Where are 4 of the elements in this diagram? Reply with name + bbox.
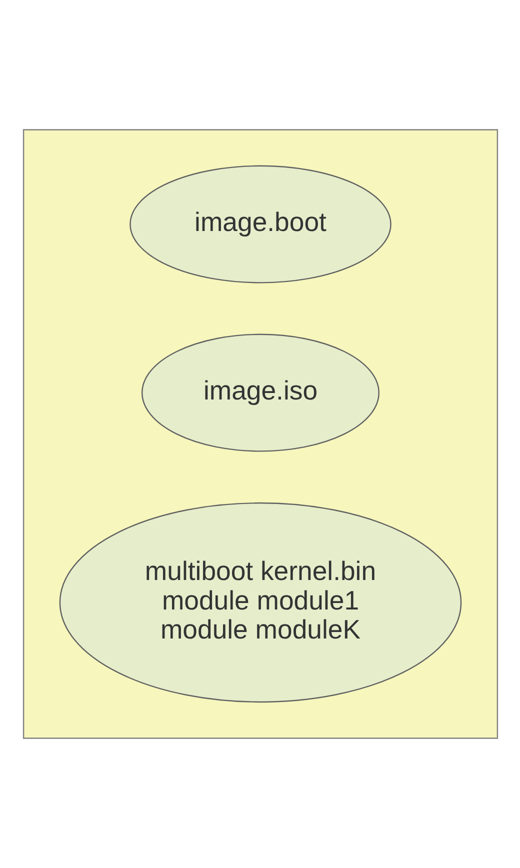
node-ellipse: image.iso [141, 334, 379, 452]
node-ellipse: multiboot kernel.bin module module1 module moduleK [58, 502, 462, 703]
node-ellipse: image.boot [129, 165, 391, 284]
cluster [22, 129, 498, 739]
